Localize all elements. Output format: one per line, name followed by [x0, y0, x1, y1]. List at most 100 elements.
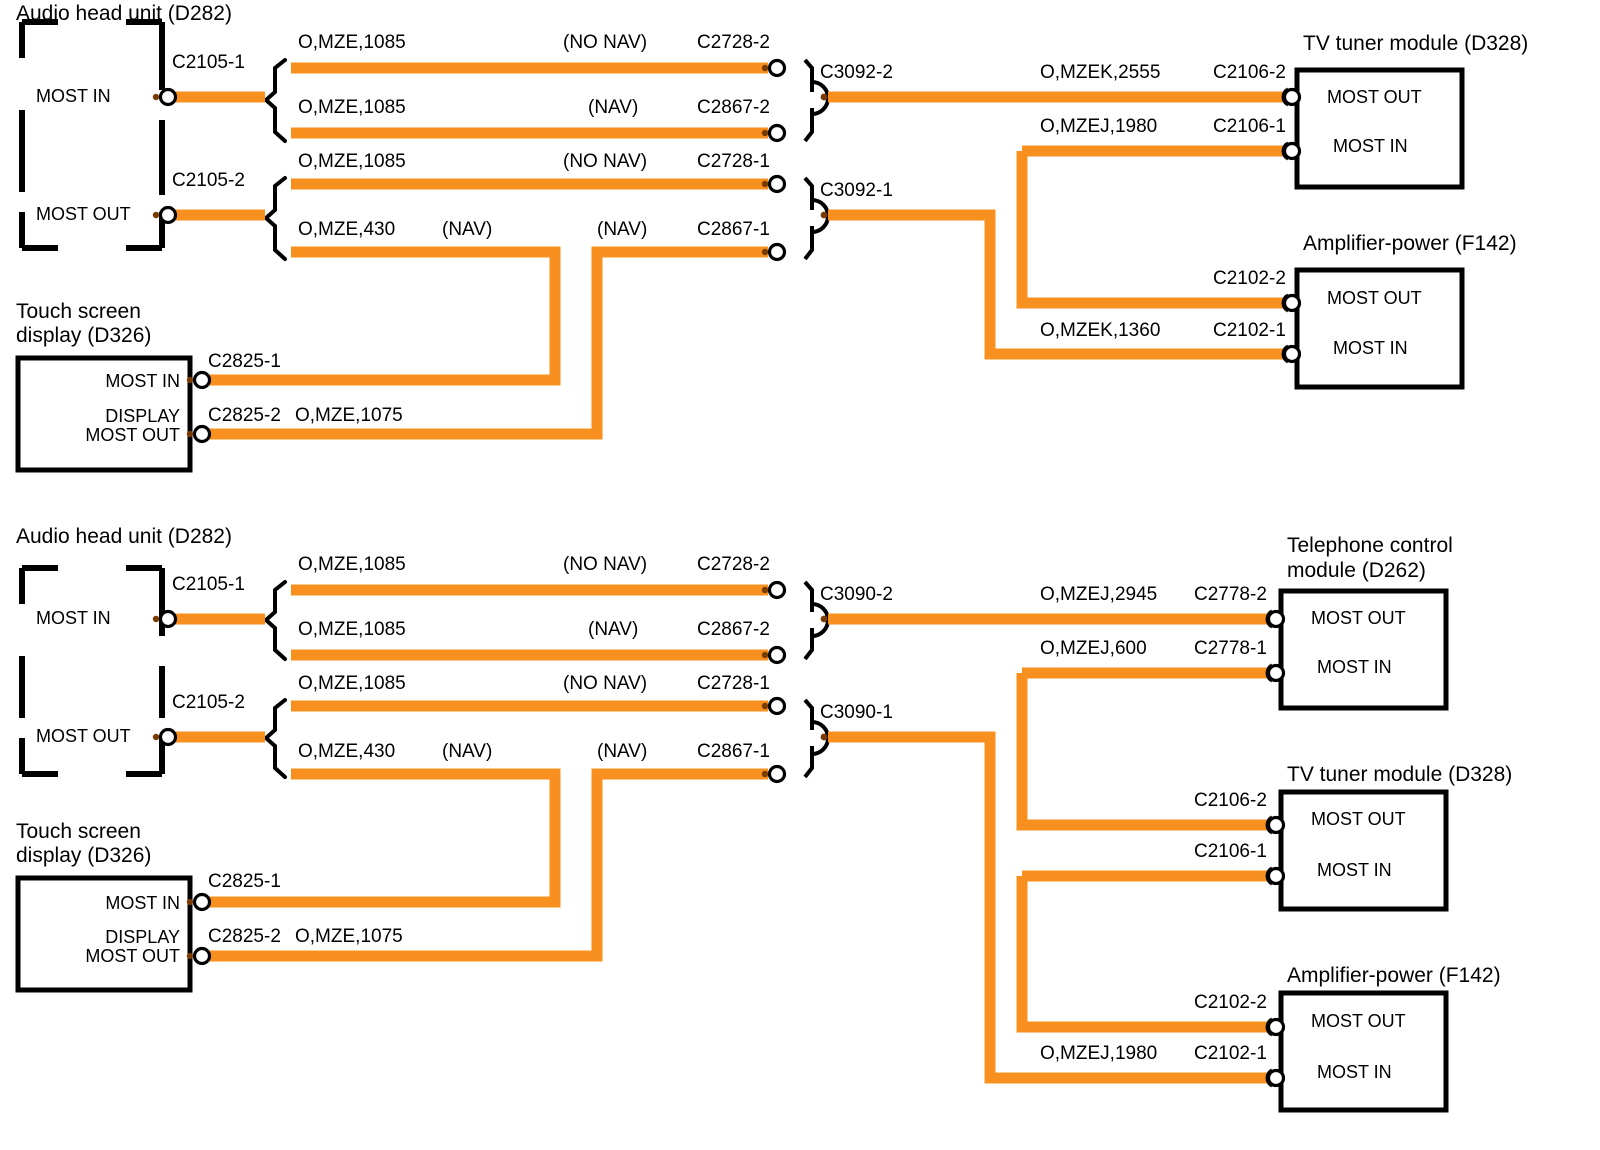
connector-c2106-1-top: C2106-1 [1213, 116, 1286, 137]
brace-c2105-2-top [262, 176, 287, 261]
module-port-most-in-amp-bottom: MOST IN [1317, 1062, 1392, 1082]
connector-c2106-2-bottom: C2106-2 [1194, 790, 1267, 811]
connector-c2778-2-bottom: C2778-2 [1194, 584, 1267, 605]
module-port-most-out-tel-bottom: MOST OUT [1311, 608, 1406, 628]
module-title-telephone-line2-bottom: module (D262) [1287, 559, 1426, 582]
wire-spec-c2825-2-bottom: O,MZE,1075 [295, 926, 403, 947]
tv-tuner-module-box-top [1294, 67, 1465, 190]
wire-c2106-1-branch-top [1016, 145, 1288, 309]
inline-connector-c3092-1-label-top: C3092-1 [820, 180, 893, 201]
connector-c2728-1-bottom: C2728-1 [697, 673, 770, 694]
wire-variant-a-c2867-1-bottom: (NAV) [442, 741, 493, 762]
wire-spec-c2867-2-bottom: O,MZE,1085 [298, 619, 406, 640]
connector-c2102-1-bottom: C2102-1 [1194, 1043, 1267, 1064]
source-port-most-in-top: MOST IN [36, 86, 111, 106]
brace-c2105-1-top [262, 58, 287, 143]
wire-spec-c2778-2-bottom: O,MZEJ,2945 [1040, 584, 1158, 605]
wire-spec-c2106-2-top: O,MZEK,2555 [1040, 62, 1161, 83]
display-port-label1-top: DISPLAY [105, 406, 180, 426]
terminals-bottom [151, 580, 1286, 1088]
tv-tuner-module-box-bottom [1278, 789, 1449, 912]
wire-spec-c2778-1-bottom: O,MZEJ,600 [1040, 638, 1147, 659]
module-port-most-in-tel-bottom: MOST IN [1317, 657, 1392, 677]
module-title-amplifier-top: Amplifier-power (F142) [1303, 232, 1517, 255]
touch-screen-display-box-top [15, 355, 193, 473]
module-port-most-out-tv-bottom: MOST OUT [1311, 809, 1406, 829]
connector-c2102-2-top: C2102-2 [1213, 268, 1286, 289]
wire-spec-c2728-2-bottom: O,MZE,1085 [298, 554, 406, 575]
wire-variant-b-c2867-1-bottom: (NAV) [597, 741, 648, 762]
amplifier-power-box-bottom [1278, 990, 1449, 1113]
connector-c2867-2-top: C2867-2 [697, 97, 770, 118]
wire-spec-c2728-2-top: O,MZE,1085 [298, 32, 406, 53]
source-title-top: Audio head unit (D282) [16, 2, 232, 25]
wire-spec-c2867-1-top: O,MZE,430 [298, 219, 396, 240]
wire-c3090-1-trunk-bottom [828, 731, 1272, 1084]
connector-c2105-1-top: C2105-1 [172, 52, 245, 73]
display-port-most-in-top: MOST IN [105, 371, 180, 391]
brace-c2105-2-bottom [262, 698, 287, 779]
wire-c2825-2-bottom [200, 768, 768, 962]
inline-connector-c3092-2-label-top: C3092-2 [820, 62, 893, 83]
connector-c2867-1-top: C2867-1 [697, 219, 770, 240]
connector-c2825-1-top: C2825-1 [208, 351, 281, 372]
connector-c2867-1-bottom: C2867-1 [697, 741, 770, 762]
connector-c2106-2-top: C2106-2 [1213, 62, 1286, 83]
connector-c2825-2-bottom: C2825-2 [208, 926, 281, 947]
wire-riser-bottom [1016, 667, 1272, 1033]
amplifier-power-box-top [1294, 267, 1465, 390]
wire-spec-c2825-2-top: O,MZE,1075 [295, 405, 403, 426]
module-port-most-in-tv-top: MOST IN [1333, 136, 1408, 156]
module-title-amplifier-bottom: Amplifier-power (F142) [1287, 964, 1501, 987]
inline-c3092-2-arc-top [803, 58, 814, 143]
connector-c2728-2-bottom: C2728-2 [697, 554, 770, 575]
display-title-line1-top: Touch screen [16, 300, 141, 323]
connector-c2867-2-bottom: C2867-2 [697, 619, 770, 640]
display-port-label2-bottom: MOST OUT [85, 946, 180, 966]
telephone-control-module-box-bottom [1278, 588, 1449, 711]
module-title-telephone-line1-bottom: Telephone control [1287, 534, 1453, 557]
connector-c2105-1-bottom: C2105-1 [172, 574, 245, 595]
wire-variant-a-c2867-1-top: (NAV) [442, 219, 493, 240]
module-port-most-in-tv-bottom: MOST IN [1317, 860, 1392, 880]
top-diagram-graphics [15, 19, 1465, 473]
module-port-most-out-tv-top: MOST OUT [1327, 87, 1422, 107]
wire-spec-c2728-1-bottom: O,MZE,1085 [298, 673, 406, 694]
wire-c2867-1-top [200, 246, 561, 386]
connector-c2728-2-top: C2728-2 [697, 32, 770, 53]
module-title-tv-tuner-top: TV tuner module (D328) [1303, 32, 1529, 55]
inline-connector-c3090-1-label-bottom: C3090-1 [820, 702, 893, 723]
wire-variant-c2728-1-bottom: (NO NAV) [563, 673, 648, 694]
connector-c2105-2-bottom: C2105-2 [172, 692, 245, 713]
wire-c3092-1-trunk-top [828, 209, 1288, 360]
wire-c2825-2-top [200, 246, 768, 440]
touch-screen-display-box-bottom [15, 875, 193, 993]
module-port-most-in-amp-top: MOST IN [1333, 338, 1408, 358]
connector-c2778-1-bottom: C2778-1 [1194, 638, 1267, 659]
connector-c2102-1-top: C2102-1 [1213, 320, 1286, 341]
brace-c2105-1-bottom [262, 580, 287, 661]
wire-spec-c2867-2-top: O,MZE,1085 [298, 97, 406, 118]
wire-variant-c2867-2-top: (NAV) [588, 97, 639, 118]
wire-spec-c2102-1-bottom: O,MZEJ,1980 [1040, 1043, 1158, 1064]
wire-variant-c2728-1-top: (NO NAV) [563, 151, 648, 172]
wire-variant-b-c2867-1-top: (NAV) [597, 219, 648, 240]
display-title-line2-bottom: display (D326) [16, 844, 152, 867]
connector-c2102-2-bottom: C2102-2 [1194, 992, 1267, 1013]
connector-c2825-2-top: C2825-2 [208, 405, 281, 426]
display-port-label1-bottom: DISPLAY [105, 927, 180, 947]
wire-spec-c2728-1-top: O,MZE,1085 [298, 151, 406, 172]
bottom-diagram-graphics [15, 565, 1449, 1113]
display-title-line2-top: display (D326) [16, 324, 152, 347]
terminals-top [151, 58, 1302, 444]
module-title-tv-tuner-bottom: TV tuner module (D328) [1287, 763, 1513, 786]
display-title-line1-bottom: Touch screen [16, 820, 141, 843]
inline-c3090-2-arc-bottom [803, 580, 814, 661]
wire-spec-c2102-1-top: O,MZEK,1360 [1040, 320, 1161, 341]
wire-variant-c2728-2-bottom: (NO NAV) [563, 554, 648, 575]
wire-variant-c2867-2-bottom: (NAV) [588, 619, 639, 640]
wire-c2867-1-bottom [200, 768, 561, 908]
connector-c2105-2-top: C2105-2 [172, 170, 245, 191]
